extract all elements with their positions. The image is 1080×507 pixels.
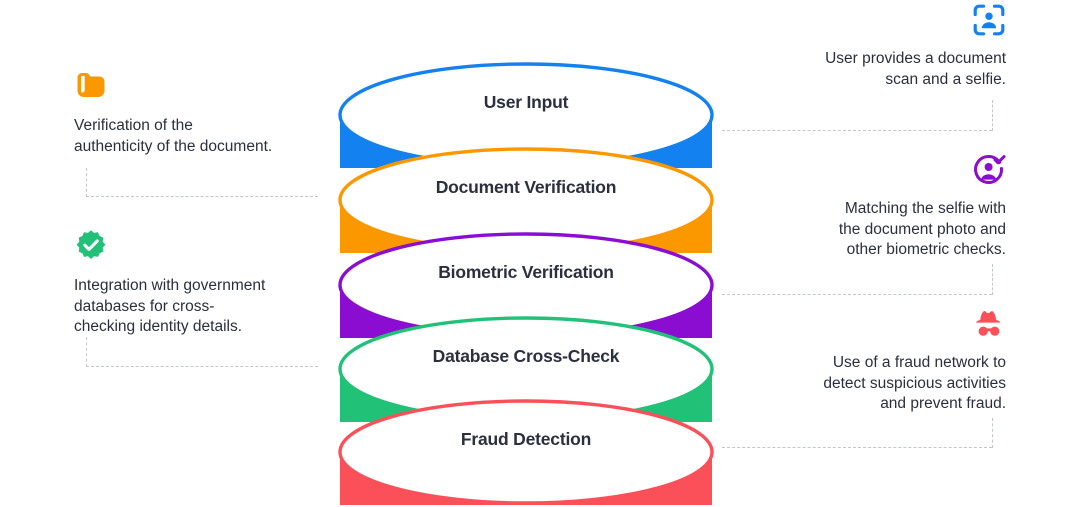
annotation-biometric-verification-text: Matching the selfie with the document ph…	[838, 200, 1006, 258]
folder-icon	[74, 68, 108, 102]
user-verified-icon	[972, 153, 1006, 187]
annotation-user-input-text: User provides a document scan and a self…	[825, 50, 1006, 88]
cylinder-label-database-cross-check: Database Cross-Check	[432, 346, 620, 366]
cylinder-fraud-detection[interactable]: Fraud Detection	[338, 399, 714, 505]
cylinder-label-user-input: User Input	[483, 92, 569, 112]
spy-incognito-icon	[972, 307, 1006, 341]
cylinder-label-document-verification: Document Verification	[435, 177, 617, 197]
face-scan-icon	[972, 3, 1006, 37]
cylinder-label-biometric-verification: Biometric Verification	[438, 262, 614, 282]
cylinder-label-fraud-detection: Fraud Detection	[460, 429, 592, 449]
verified-badge-icon	[74, 228, 108, 262]
annotation-fraud-detection-text: Use of a fraud network to detect suspici…	[823, 354, 1006, 412]
annotation-database-cross-check-text: Integration with government databases fo…	[74, 277, 266, 335]
annotation-document-verification-text: Verification of the authenticity of the …	[74, 117, 273, 155]
cylinder-fraud-detection-shape	[338, 399, 714, 505]
